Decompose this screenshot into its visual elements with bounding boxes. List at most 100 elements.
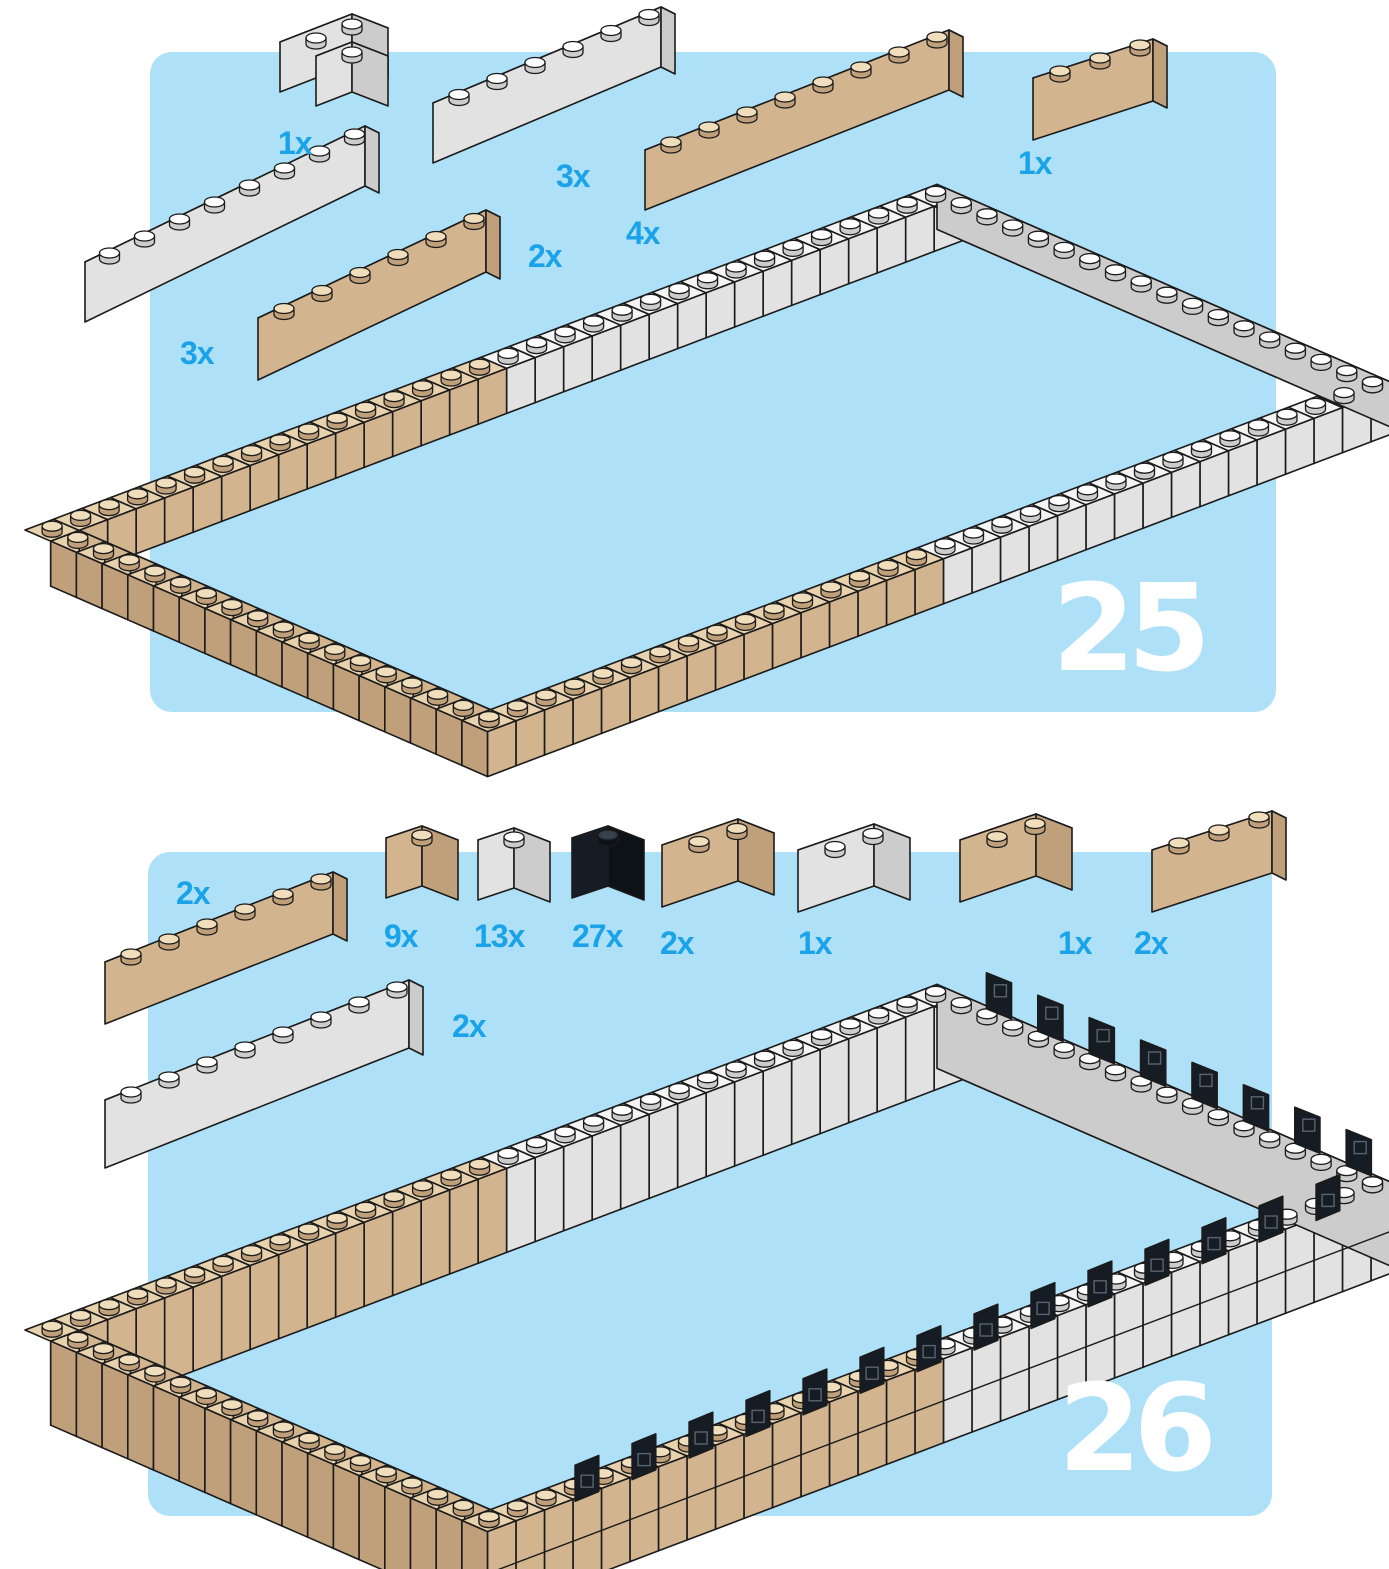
stud — [98, 498, 120, 517]
stud — [158, 1071, 180, 1089]
stud — [387, 248, 409, 267]
stud — [411, 829, 433, 847]
stud — [1190, 440, 1213, 459]
stud — [506, 700, 529, 718]
step-26-part-8-qty: 1x — [1058, 925, 1093, 961]
stud — [273, 162, 296, 180]
headlight-brick — [574, 1454, 600, 1502]
brick-1x6-icon — [257, 209, 501, 381]
stud — [888, 46, 910, 64]
stud — [383, 390, 405, 409]
stud — [1053, 241, 1075, 260]
headlight-brick — [1315, 1173, 1341, 1222]
brick-1x8-icon — [84, 125, 380, 323]
stud — [212, 455, 234, 474]
stud — [247, 610, 269, 628]
stud — [426, 1488, 449, 1506]
stud — [706, 624, 728, 642]
step-number-26: 26 — [1058, 1360, 1217, 1499]
stud — [1247, 419, 1270, 437]
stud — [850, 61, 872, 79]
stud — [1002, 1019, 1024, 1037]
stud — [638, 8, 660, 27]
step-26-panel — [148, 852, 1272, 1516]
stud — [310, 1011, 332, 1029]
step-25-part-5-qty: 3x — [180, 335, 215, 371]
stud — [238, 179, 261, 197]
stud — [620, 656, 643, 675]
stud — [1156, 286, 1178, 304]
stud — [126, 1288, 149, 1306]
stud — [478, 710, 500, 729]
stud — [67, 531, 89, 550]
step-number-25: 25 — [1052, 560, 1211, 699]
stud — [1284, 342, 1307, 360]
stud — [1259, 1131, 1281, 1149]
brick-1x2-icon — [661, 818, 775, 908]
brick-1x3-icon — [1151, 810, 1287, 913]
stud — [155, 477, 177, 495]
stud — [924, 985, 947, 1004]
stud — [92, 542, 115, 561]
stud — [597, 829, 619, 847]
stud — [1276, 408, 1298, 426]
headlight-brick — [1191, 1061, 1218, 1110]
step-26-part-5-qty: 27x — [572, 918, 623, 954]
stud — [195, 587, 217, 606]
step-25-part-6-qty: 2x — [528, 238, 563, 274]
stud — [144, 1365, 166, 1383]
stud — [448, 88, 470, 107]
stud — [1310, 1153, 1332, 1172]
step-26-part-1-qty: 2x — [176, 875, 211, 911]
headlight-brick — [1088, 1016, 1116, 1065]
stud — [1129, 39, 1151, 57]
stud — [660, 136, 682, 154]
headlight-brick — [745, 1389, 771, 1438]
headlight-brick — [1037, 994, 1064, 1043]
stud — [195, 1387, 217, 1406]
stud — [734, 613, 757, 632]
step-25-frame — [24, 183, 1389, 778]
stud — [1049, 65, 1071, 83]
headlight-brick — [1294, 1106, 1321, 1155]
brick-1x6-icon — [104, 871, 348, 1025]
headlight-brick — [973, 1303, 999, 1351]
stud — [986, 830, 1008, 849]
stud — [1333, 386, 1355, 405]
stud — [677, 635, 700, 653]
stud — [1048, 494, 1070, 513]
stud — [668, 282, 690, 301]
stud — [950, 196, 972, 215]
stud — [221, 1398, 243, 1417]
stud — [478, 1510, 500, 1529]
stud — [497, 347, 519, 366]
stud — [774, 91, 796, 109]
stud — [1089, 52, 1111, 70]
step-26-part-9-qty: 2x — [1134, 925, 1169, 961]
step-26-part-4-qty: 13x — [474, 918, 525, 954]
stud — [269, 434, 291, 452]
stud — [240, 1244, 263, 1263]
stud — [269, 1234, 291, 1252]
stud — [1130, 275, 1152, 293]
stud — [725, 261, 747, 279]
stud — [272, 621, 295, 639]
step-25-part-2-qty: 3x — [556, 158, 591, 194]
stud — [725, 1061, 747, 1079]
stud — [1076, 484, 1099, 502]
stud — [497, 1147, 519, 1166]
stud — [1336, 364, 1358, 383]
stud — [69, 1309, 92, 1328]
stud — [183, 466, 206, 484]
stud — [896, 196, 918, 214]
stud — [452, 699, 474, 718]
stud — [726, 822, 748, 841]
stud — [311, 284, 333, 303]
stud — [582, 315, 605, 333]
stud — [425, 230, 447, 249]
stud — [696, 1072, 719, 1090]
stud — [1219, 430, 1241, 448]
stud — [69, 509, 92, 528]
headlight-brick — [688, 1411, 714, 1459]
